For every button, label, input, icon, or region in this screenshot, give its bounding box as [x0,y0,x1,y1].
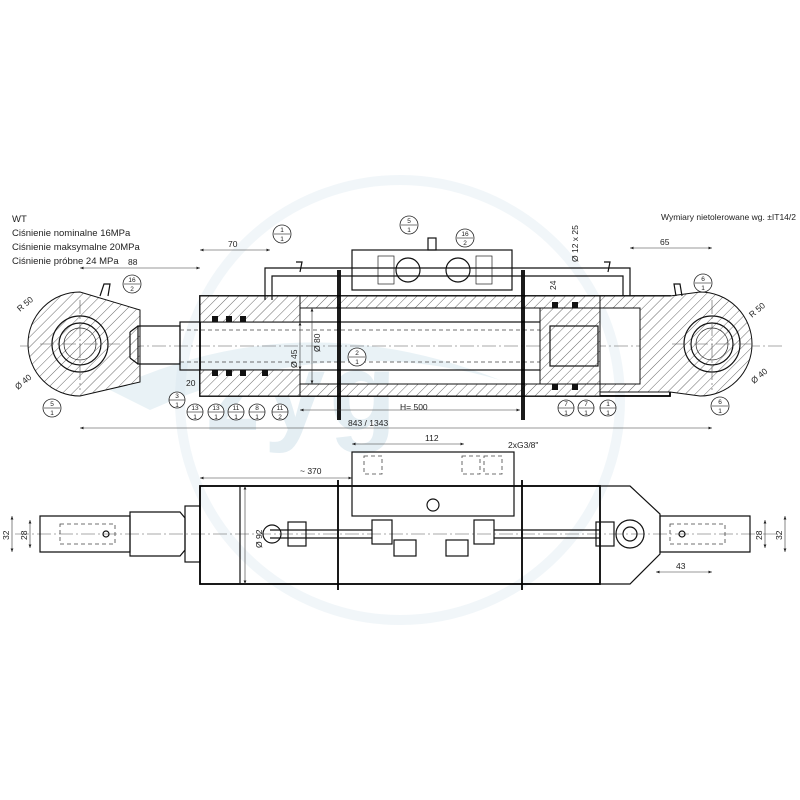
svg-text:1: 1 [50,410,54,417]
callout-13: 71 [557,399,575,417]
svg-text:6: 6 [718,399,722,406]
svg-text:1: 1 [407,227,411,234]
svg-text:1: 1 [255,414,259,421]
specification-notes: WT Ciśnienie nominalne 16MPa Ciśnienie m… [12,213,140,269]
svg-text:1: 1 [234,414,238,421]
note-code: WT [12,214,27,225]
dim-70: 70 [228,239,238,249]
callout-14: 71 [577,399,595,417]
svg-text:5: 5 [407,218,411,225]
dim-d40-left: Ø 40 [13,372,34,392]
dim-370: ~ 370 [300,466,322,476]
svg-text:11: 11 [277,405,284,412]
left-eye [27,291,181,397]
svg-text:1: 1 [564,410,568,417]
note-test-pressure: Ciśnienie próbne 24 MPa [12,256,119,267]
svg-text:1: 1 [193,414,197,421]
callout-3: 162 [455,228,475,248]
dim-d80: Ø 80 [312,333,322,352]
callout-7: 31 [168,391,186,409]
svg-text:16: 16 [128,277,136,284]
svg-text:11: 11 [233,405,240,412]
dim-stroke: H= 500 [400,402,428,412]
svg-text:8: 8 [255,405,259,412]
svg-text:2: 2 [130,286,134,293]
dim-28-right: 28 [754,530,764,540]
svg-text:7: 7 [584,401,588,408]
dim-d92: Ø 92 [254,529,264,548]
dim-d40-right: Ø 40 [749,366,770,386]
callout-2: 51 [399,215,419,235]
callout-4: 162 [122,274,142,294]
tolerance-note: Wymiary nietolerowane wg. ±IT14/2 [661,212,796,222]
svg-text:16: 16 [461,231,469,238]
callout-8: 131 [186,403,204,421]
callout-1: 11 [272,224,292,244]
note-max-pressure: Ciśnienie maksymalne 20MPa [12,242,140,253]
exterior-view: 112 2xG3/8" ~ 370 Ø 92 32 28 32 28 43 [1,433,787,590]
dim-ports: 2xG3/8" [508,440,538,450]
watermark-logo: zyg [110,175,625,625]
svg-text:1: 1 [175,402,179,409]
dim-112: 112 [425,433,439,443]
svg-text:5: 5 [50,401,54,408]
svg-text:1: 1 [606,410,610,417]
svg-text:7: 7 [564,401,568,408]
dim-32-left: 32 [1,530,11,540]
svg-text:2: 2 [355,350,359,357]
section-view: 70 88 65 R 50 R 50 Ø 40 Ø 40 Ø 45 Ø 80 2… [13,225,785,430]
svg-text:1: 1 [606,401,610,408]
gland-seals [212,316,268,376]
svg-text:1: 1 [280,227,284,234]
callout-15: 11 [599,399,617,417]
svg-text:2: 2 [463,240,467,247]
callout-11: 81 [248,403,266,421]
svg-text:1: 1 [355,359,359,366]
callout-17: 61 [710,396,730,416]
svg-text:1: 1 [718,408,722,415]
dim-r50-right: R 50 [747,300,767,319]
svg-text:1: 1 [584,410,588,417]
dim-28-left: 28 [19,530,29,540]
dim-24: 24 [548,280,558,290]
dim-d12x25: Ø 12 x 25 [570,225,580,262]
dim-r50-left: R 50 [15,294,35,313]
dim-32-right: 32 [774,530,784,540]
note-nominal-pressure: Ciśnienie nominalne 16MPa [12,228,131,239]
dim-d45: Ø 45 [289,349,299,368]
dim-88: 88 [128,257,138,267]
dim-65: 65 [660,237,670,247]
callout-16: 61 [693,273,713,293]
svg-text:13: 13 [191,405,199,412]
svg-text:1: 1 [280,236,284,243]
callout-12: 112 [271,403,289,421]
callout-9: 131 [207,403,225,421]
svg-text:1: 1 [701,285,705,292]
dim-length: 843 / 1343 [348,418,388,428]
dim-43: 43 [676,561,686,571]
dim-20: 20 [186,378,196,388]
callout-5: 51 [42,398,62,418]
svg-text:2: 2 [278,414,282,421]
svg-text:1: 1 [214,414,218,421]
callout-6: 21 [347,347,367,367]
svg-text:13: 13 [212,405,220,412]
svg-text:6: 6 [701,276,705,283]
callout-10: 111 [227,403,245,421]
svg-text:3: 3 [175,393,179,400]
